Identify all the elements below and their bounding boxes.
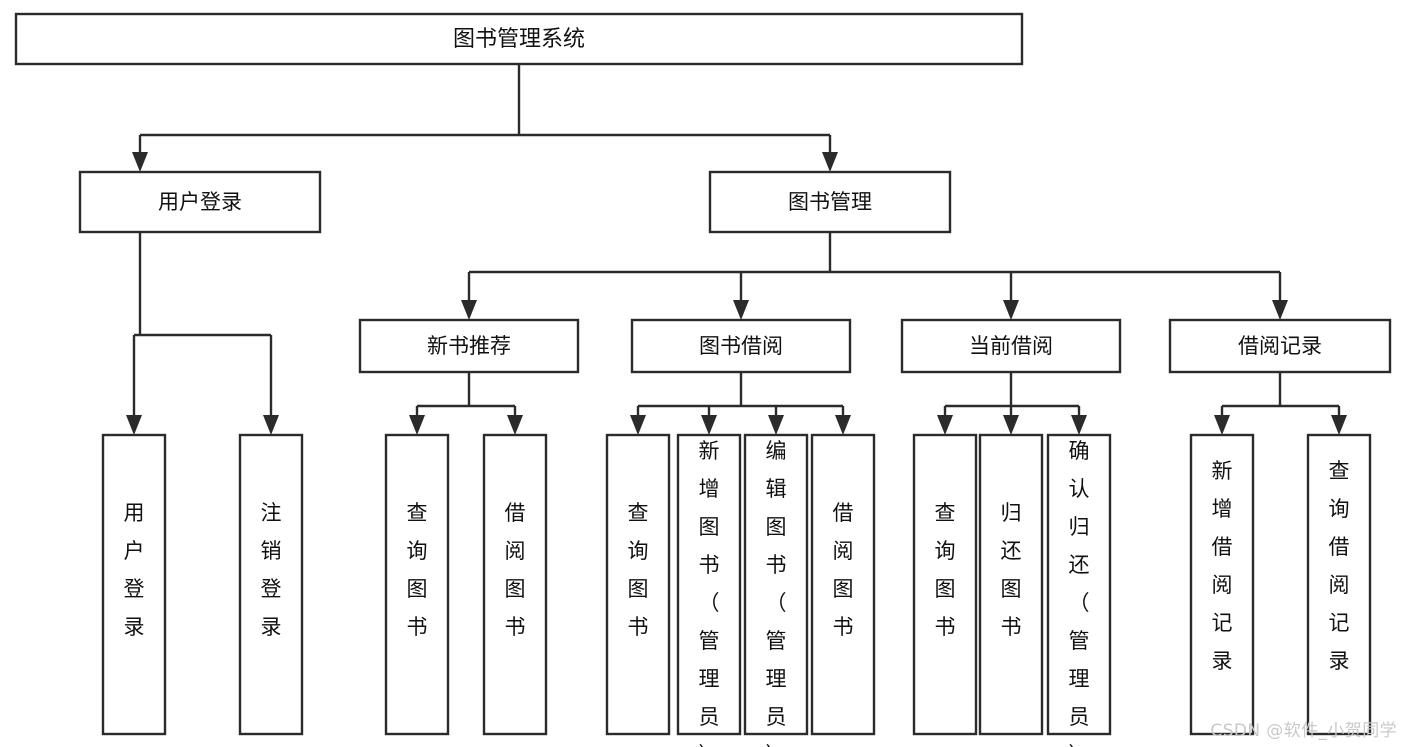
node-root-label: 图书管理系统 <box>453 27 585 52</box>
leaf-query-borrow-record-label: 查询借阅记录 <box>1329 459 1350 673</box>
arrow-to-leaf <box>768 415 784 435</box>
arrow-to-leaf <box>126 415 142 435</box>
arrow-to-leaf <box>1331 415 1347 435</box>
arrow-to-leaf <box>937 415 953 435</box>
arrow-to-leaf <box>630 415 646 435</box>
connector-group-new-book <box>409 372 523 435</box>
connector-group-root <box>132 63 838 172</box>
node-book-manage-label: 图书管理 <box>788 190 872 214</box>
leaf-query-book-current[interactable]: 查询图书 <box>912 433 978 736</box>
leaf-return-book-label: 归还图书 <box>1001 501 1022 639</box>
leaf-borrow-book-label: 借阅图书 <box>833 501 854 639</box>
leaf-user-login[interactable]: 用户登录 <box>101 433 167 736</box>
arrow-to-leaf <box>1003 415 1019 435</box>
leaf-edit-book-admin-label: 编辑图书（管理员） <box>766 439 787 747</box>
arrow-to-leaf <box>835 415 851 435</box>
node-current-borrow-label: 当前借阅 <box>969 334 1053 358</box>
leaf-query-borrow-record[interactable]: 查询借阅记录 <box>1306 433 1372 736</box>
leaf-confirm-return-admin-label: 确认归还（管理员） <box>1069 439 1090 747</box>
leaf-add-book-admin[interactable]: 新增图书（管理员） <box>676 433 742 747</box>
leaf-edit-book-admin[interactable]: 编辑图书（管理员） <box>743 433 809 747</box>
leaf-add-borrow-record-label: 新增借阅记录 <box>1212 459 1233 673</box>
leaf-borrow-book[interactable]: 借阅图书 <box>810 433 876 736</box>
connector-group-book-borrow <box>630 372 851 435</box>
node-book-borrow[interactable]: 图书借阅 <box>630 318 852 374</box>
leaf-add-borrow-record[interactable]: 新增借阅记录 <box>1189 433 1255 736</box>
arrow-to-level2 <box>461 300 477 320</box>
arrow-to-level2 <box>1003 300 1019 320</box>
arrow-to-leaf <box>263 415 279 435</box>
arrow-to-leaf <box>409 415 425 435</box>
connector-group-user-login <box>126 232 279 435</box>
leaf-query-book-label: 查询图书 <box>628 501 649 639</box>
connector-group-current-borrow <box>937 372 1087 435</box>
connector-group-borrow-record <box>1214 372 1347 435</box>
leaf-query-book-recommend[interactable]: 查询图书 <box>384 433 450 736</box>
arrow-to-leaf <box>1214 415 1230 435</box>
leaf-logout[interactable]: 注销登录 <box>238 433 304 736</box>
arrow-to-level2 <box>1272 300 1288 320</box>
node-new-book-recommend-label: 新书推荐 <box>427 334 511 358</box>
node-user-login[interactable]: 用户登录 <box>78 170 322 234</box>
node-borrow-record-label: 借阅记录 <box>1238 334 1322 358</box>
node-root[interactable]: 图书管理系统 <box>14 12 1024 66</box>
node-book-manage[interactable]: 图书管理 <box>708 170 952 234</box>
node-user-login-label: 用户登录 <box>158 190 242 214</box>
leaf-query-book-current-label: 查询图书 <box>935 501 956 639</box>
node-current-borrow[interactable]: 当前借阅 <box>900 318 1122 374</box>
arrow-to-leaf <box>1071 415 1087 435</box>
leaf-return-book[interactable]: 归还图书 <box>978 433 1044 736</box>
leaf-logout-label: 注销登录 <box>261 501 282 639</box>
leaf-user-login-label: 用户登录 <box>124 501 145 639</box>
leaf-borrow-book-recommend[interactable]: 借阅图书 <box>482 433 548 736</box>
node-new-book-recommend[interactable]: 新书推荐 <box>358 318 580 374</box>
arrow-to-book-manage <box>822 152 838 172</box>
leaf-query-book[interactable]: 查询图书 <box>605 433 671 736</box>
arrow-to-user-login <box>132 152 148 172</box>
arrow-to-leaf <box>701 415 717 435</box>
leaf-add-book-admin-label: 新增图书（管理员） <box>699 439 720 747</box>
arrow-to-leaf <box>507 415 523 435</box>
leaf-query-book-recommend-label: 查询图书 <box>407 501 428 639</box>
leaf-confirm-return-admin[interactable]: 确认归还（管理员） <box>1046 433 1112 747</box>
node-borrow-record[interactable]: 借阅记录 <box>1168 318 1392 374</box>
node-book-borrow-label: 图书借阅 <box>699 334 783 358</box>
arrow-to-level2 <box>733 300 749 320</box>
leaf-borrow-book-recommend-label: 借阅图书 <box>505 501 526 639</box>
connector-group-book-manage <box>461 232 1288 320</box>
